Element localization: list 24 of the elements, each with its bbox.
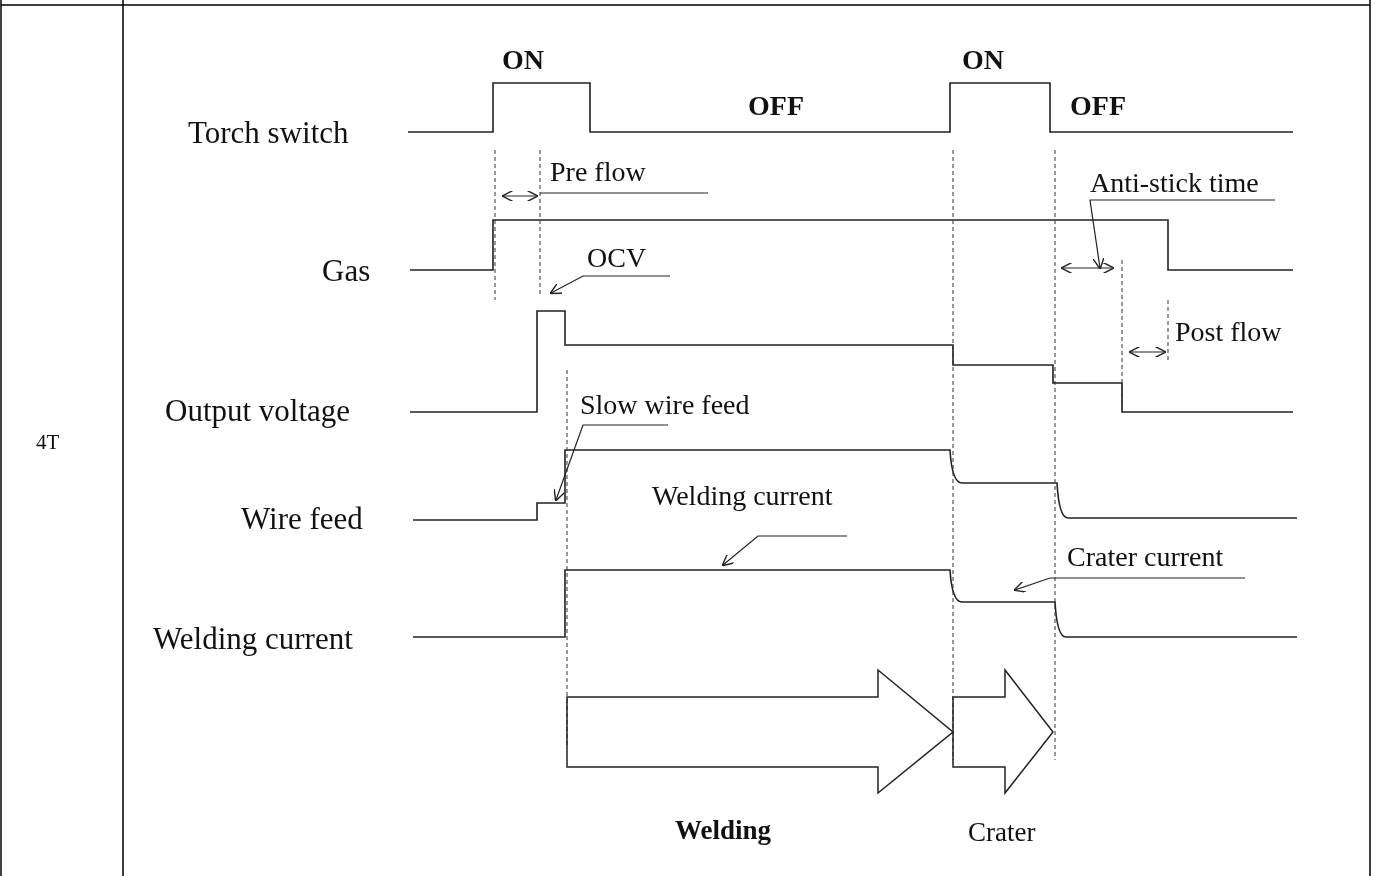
signal-name: Wire feed xyxy=(241,502,363,534)
signal-name: Output voltage xyxy=(165,394,351,426)
signal-name: Welding current xyxy=(153,622,353,654)
leader-line xyxy=(721,535,848,567)
dimension-label: Post flow xyxy=(1175,318,1282,346)
phase-label: Welding xyxy=(675,816,772,844)
state-label: ON xyxy=(962,46,1004,74)
annotation-label: Anti-stick time xyxy=(1090,169,1259,197)
annotation-label: Welding current xyxy=(652,482,833,510)
leader-line xyxy=(553,424,669,502)
annotation-label: Slow wire feed xyxy=(580,391,750,419)
annotation-label: Crater current xyxy=(1067,543,1224,571)
state-label: OFF xyxy=(1070,92,1126,120)
state-label: OFF xyxy=(748,92,804,120)
leader-line xyxy=(1013,577,1246,593)
phase-label: Crater xyxy=(968,818,1036,846)
state-label: ON xyxy=(502,46,544,74)
leader-line xyxy=(549,275,671,295)
mode-label: 4T xyxy=(36,431,60,453)
dimension-label: Pre flow xyxy=(550,158,646,186)
leader-line xyxy=(1089,199,1276,270)
signal-name: Gas xyxy=(322,254,371,286)
signal-name: Torch switch xyxy=(188,116,349,148)
annotation-label: OCV xyxy=(587,244,647,272)
